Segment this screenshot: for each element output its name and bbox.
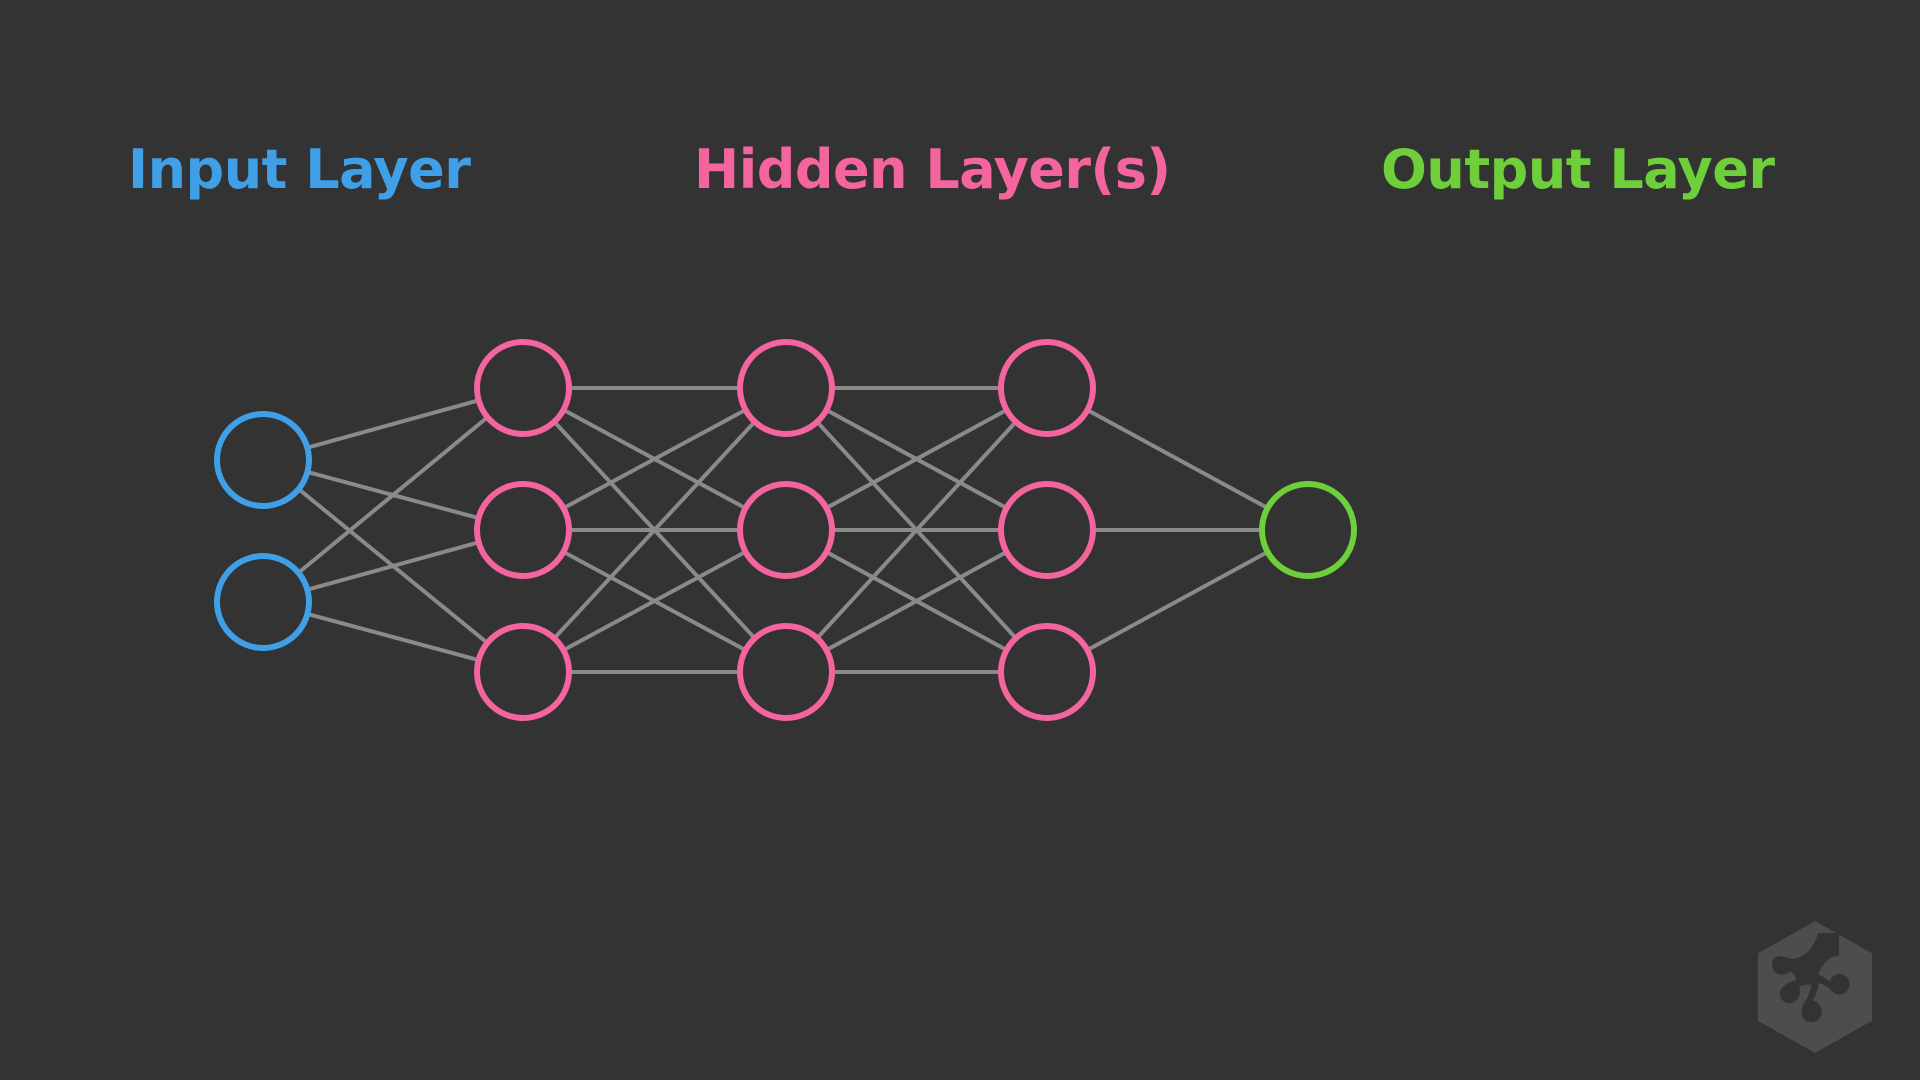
network-edge bbox=[824, 549, 1009, 653]
input-layer-caption: Input Layer bbox=[128, 138, 471, 201]
network-node-o1[interactable] bbox=[1259, 481, 1357, 579]
network-edge bbox=[815, 419, 1018, 641]
network-edge bbox=[561, 549, 748, 653]
network-node-h2-1[interactable] bbox=[737, 339, 835, 437]
network-node-h3-1[interactable] bbox=[998, 339, 1096, 437]
network-edge bbox=[824, 407, 1009, 511]
edge-layer bbox=[296, 386, 1270, 674]
network-edge bbox=[1085, 549, 1270, 653]
network-node-h2-3[interactable] bbox=[737, 623, 835, 721]
network-node-h3-3[interactable] bbox=[998, 623, 1096, 721]
network-node-i1[interactable] bbox=[214, 411, 312, 509]
network-node-h1-2[interactable] bbox=[474, 481, 572, 579]
network-node-h1-3[interactable] bbox=[474, 623, 572, 721]
network-edge bbox=[552, 419, 757, 641]
network-edge bbox=[1085, 407, 1270, 511]
network-node-h1-1[interactable] bbox=[474, 339, 572, 437]
node-layer bbox=[214, 339, 1357, 721]
output-layer-caption: Output Layer bbox=[1381, 138, 1775, 201]
network-edge bbox=[561, 407, 748, 511]
network-edge bbox=[305, 398, 481, 450]
network-edge bbox=[305, 611, 481, 663]
hidden-layer-caption: Hidden Layer(s) bbox=[694, 138, 1171, 201]
network-edge bbox=[296, 415, 490, 575]
network-edge bbox=[305, 540, 481, 592]
network-node-h3-2[interactable] bbox=[998, 481, 1096, 579]
network-node-i2[interactable] bbox=[214, 553, 312, 651]
network-node-h2-2[interactable] bbox=[737, 481, 835, 579]
